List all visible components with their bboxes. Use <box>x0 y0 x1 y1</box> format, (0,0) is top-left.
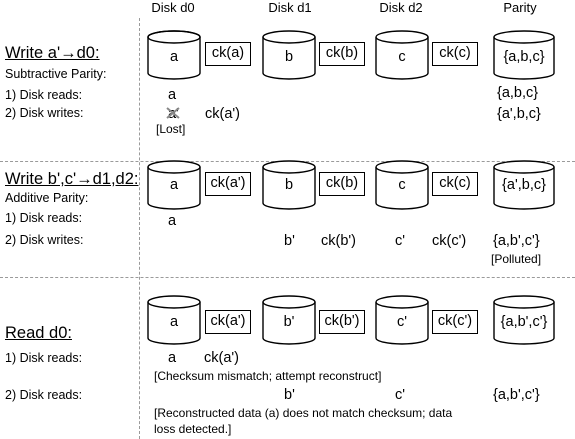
disk-d0-cylinder: a <box>147 160 201 210</box>
data-loss-note-line1: [Reconstructed data (a) does not match c… <box>154 406 453 420</box>
disk-d0-value: a <box>169 49 179 65</box>
section2-subtitle: Additive Parity: <box>5 191 89 205</box>
disk-d1-cylinder: b <box>262 160 316 210</box>
section1-write-ck: ck(a') <box>205 106 240 122</box>
lost-cross-icon <box>166 107 180 119</box>
checksum-d2-box: ck(c') <box>432 310 478 334</box>
header-disk-d2: Disk d2 <box>379 0 423 15</box>
section1-title: Write a'→d0: <box>5 44 100 62</box>
section-separator-2 <box>0 277 575 278</box>
header-parity: Parity <box>503 0 537 15</box>
parity-cylinder: {a,b',c'} <box>493 295 555 345</box>
header-disk-d1: Disk d1 <box>268 0 312 15</box>
section3-reads2-label: 2) Disk reads: <box>5 388 83 402</box>
section3-read2-parity: {a,b',c'} <box>493 387 540 403</box>
section2-writes-label: 2) Disk writes: <box>5 233 84 247</box>
section2-write-ck1: ck(b') <box>321 233 356 249</box>
polluted-note: [Polluted] <box>491 252 542 266</box>
parity-value: {a,b,c} <box>503 49 545 65</box>
column-separator <box>139 18 140 439</box>
section3-read1-d0: a <box>168 350 177 366</box>
disk-d0-cylinder: a <box>147 295 201 345</box>
disk-d1-value: b <box>284 49 294 65</box>
parity-value: {a,b',c'} <box>500 314 548 330</box>
section1-subtitle: Subtractive Parity: <box>5 67 107 81</box>
section1-read-parity: {a,b,c} <box>497 85 539 101</box>
checksum-d1-box: ck(b') <box>319 310 365 334</box>
parity-cylinder: {a,b,c} <box>493 30 555 80</box>
parity-cylinder: {a',b,c} <box>493 160 555 210</box>
section1-writes-label: 2) Disk writes: <box>5 106 84 120</box>
disk-d1-value: b <box>284 177 294 193</box>
checksum-mismatch-note: [Checksum mismatch; attempt reconstruct] <box>154 369 382 383</box>
checksum-d2-box: ck(c) <box>432 172 478 196</box>
section2-write-d1: b' <box>284 233 295 249</box>
disk-d0-value: a <box>169 314 179 330</box>
section1-read-d0: a <box>168 87 177 103</box>
disk-d0-value: a <box>169 177 179 193</box>
section2-write-ck2: ck(c') <box>432 233 467 249</box>
data-loss-note-line2: loss detected.] <box>154 422 232 436</box>
section1-reads-label: 1) Disk reads: <box>5 88 83 102</box>
disk-d2-cylinder: c' <box>375 295 429 345</box>
section3-reads1-label: 1) Disk reads: <box>5 351 83 365</box>
section2-read-d0: a <box>168 213 177 229</box>
section2-title: Write b',c'→d1,d2: <box>5 170 139 188</box>
section3-read2-d2: c' <box>395 387 406 403</box>
disk-d2-value: c <box>398 49 406 65</box>
section1-write-parity: {a',b,c} <box>497 106 541 122</box>
header-disk-d0: Disk d0 <box>151 0 195 15</box>
section2-write-parity: {a,b',c'} <box>493 233 540 249</box>
disk-d2-value: c' <box>396 314 408 330</box>
disk-d2-value: c <box>398 177 406 193</box>
checksum-d1-box: ck(b) <box>319 172 365 196</box>
section3-read1-ck: ck(a') <box>204 350 239 366</box>
disk-d1-value: b' <box>283 314 295 330</box>
section2-write-d2: c' <box>395 233 406 249</box>
checksum-d0-box: ck(a) <box>205 42 251 66</box>
checksum-d1-box: ck(b) <box>319 42 365 66</box>
checksum-d2-box: ck(c) <box>432 42 478 66</box>
disk-d0-cylinder: a <box>147 30 201 80</box>
disk-d1-cylinder: b' <box>262 295 316 345</box>
checksum-d0-box: ck(a') <box>205 310 251 334</box>
section3-title: Read d0: <box>5 324 72 342</box>
disk-d1-cylinder: b <box>262 30 316 80</box>
section3-read2-d1: b' <box>284 387 295 403</box>
disk-d2-cylinder: c <box>375 30 429 80</box>
checksum-d0-box: ck(a') <box>205 172 251 196</box>
lost-note: [Lost] <box>156 122 186 136</box>
section2-reads-label: 1) Disk reads: <box>5 211 83 225</box>
disk-d2-cylinder: c <box>375 160 429 210</box>
parity-value: {a',b,c} <box>502 177 546 193</box>
